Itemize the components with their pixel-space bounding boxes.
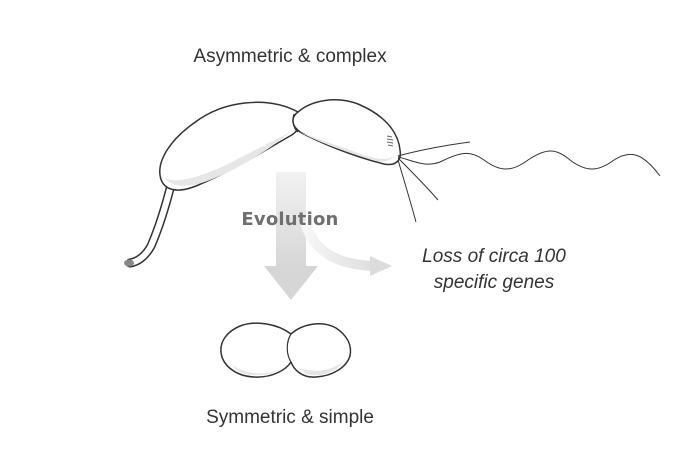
gene-loss-label-line1: Loss of circa 100: [422, 246, 566, 267]
evolution-arrow: [264, 172, 318, 300]
left-cell-lobe: [159, 101, 301, 191]
simple-cell-right: [290, 322, 352, 378]
right-cell-lobe: [292, 99, 402, 166]
pili: [397, 141, 471, 223]
evolution-label: Evolution: [241, 209, 338, 230]
pole-marks: [386, 135, 394, 147]
simple-cell-left: [220, 322, 292, 378]
gene-loss-arrow: [301, 221, 392, 276]
bottom-label: Symmetric & simple: [206, 407, 374, 428]
holdfast: [124, 259, 134, 267]
simple-bacterium: [220, 322, 352, 378]
gene-loss-label-line2: specific genes: [434, 272, 555, 293]
flagellum: [397, 150, 661, 177]
top-label: Asymmetric & complex: [193, 46, 387, 67]
complex-bacterium: [124, 99, 661, 268]
